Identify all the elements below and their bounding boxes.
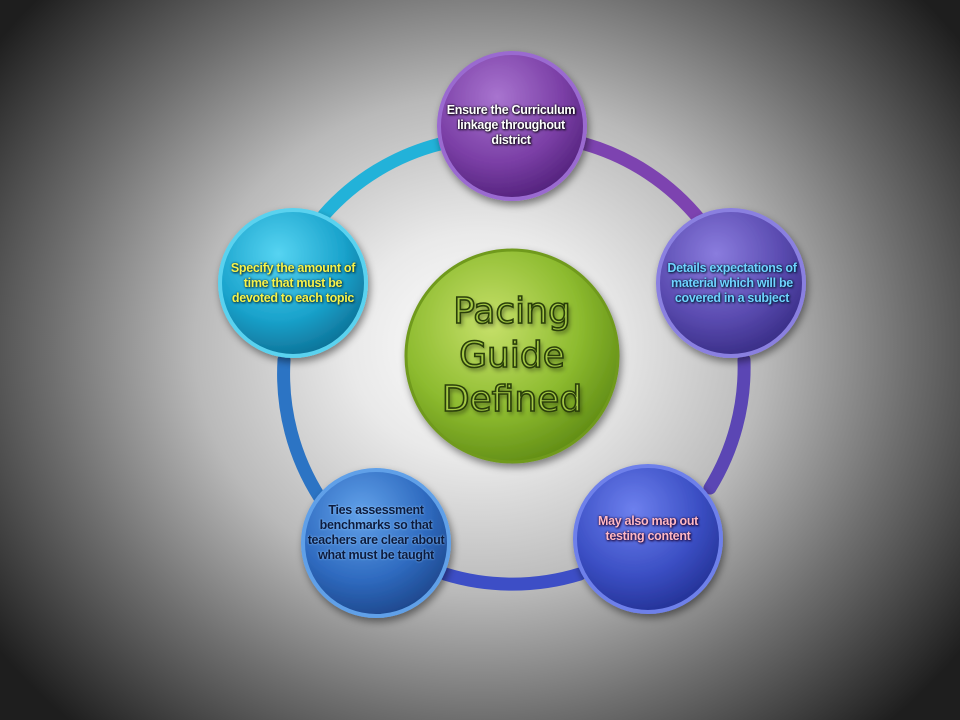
ring bbox=[277, 137, 751, 591]
center-title: Pacing Guide Defined bbox=[406, 250, 618, 462]
node-bottom-right bbox=[573, 464, 723, 614]
ring-segment-top-right bbox=[578, 137, 707, 227]
center-title-line-2: Guide bbox=[458, 334, 565, 377]
node-bottom-left bbox=[301, 468, 451, 618]
node-bottom-left-text: Ties assessment benchmarks so that teach… bbox=[307, 503, 445, 562]
node-bottom-right-label: May also map out testing content bbox=[578, 474, 718, 584]
ring-segment-right-bottomright bbox=[703, 353, 751, 495]
ring-segment-left-top bbox=[317, 137, 447, 222]
node-bottom-left-label: Ties assessment benchmarks so that teach… bbox=[303, 478, 449, 588]
node-bottom-right-text: May also map out testing content bbox=[597, 514, 699, 543]
center-title-line-1: Pacing bbox=[452, 290, 571, 333]
node-top-text: Ensure the Curriculum linkage throughout… bbox=[446, 102, 576, 147]
center-circle bbox=[404, 248, 620, 464]
node-top bbox=[437, 51, 587, 201]
center-title-line-3: Defined bbox=[441, 378, 583, 421]
node-right-label: Details expectations of material which w… bbox=[658, 228, 806, 338]
node-left-text: Specify the amount of time that must be … bbox=[230, 260, 356, 305]
node-left bbox=[218, 208, 368, 358]
ring-segment-bottomright-bottomleft bbox=[438, 567, 587, 591]
ring-segment-bottomleft-left bbox=[277, 353, 327, 505]
node-right-text: Details expectations of material which w… bbox=[667, 260, 797, 305]
node-right bbox=[656, 208, 806, 358]
node-top-label: Ensure the Curriculum linkage throughout… bbox=[442, 70, 580, 180]
node-left-label: Specify the amount of time that must be … bbox=[221, 228, 365, 338]
